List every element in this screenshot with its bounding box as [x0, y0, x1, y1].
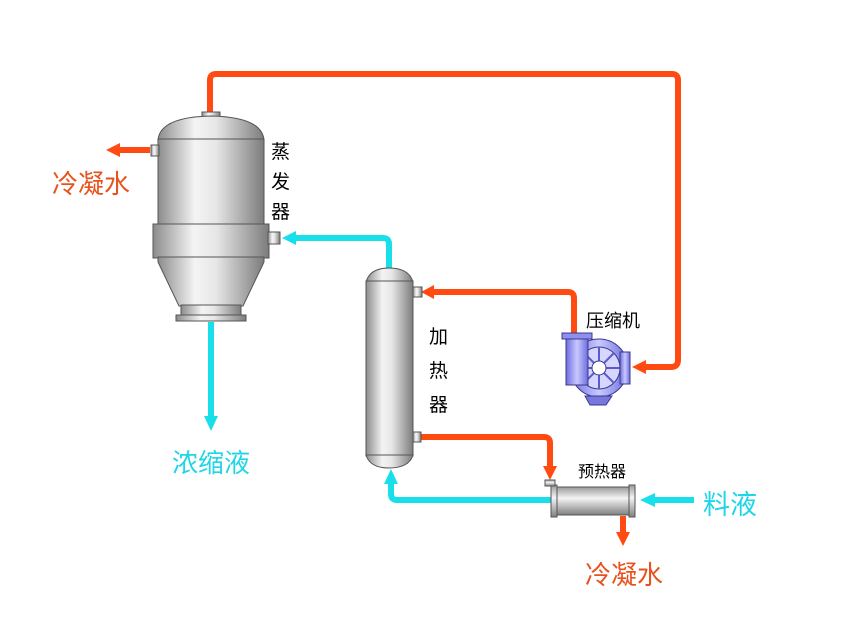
concentrate-label: 浓缩液	[172, 449, 250, 479]
condensate-water-label-bottom: 冷凝水	[585, 561, 663, 591]
arrow-head	[204, 416, 218, 431]
arrow-head	[543, 466, 557, 480]
feed-liquid-pipe	[640, 493, 694, 507]
arrow-head	[106, 143, 120, 157]
evaporator-vessel	[150, 111, 281, 322]
arrow-head	[640, 493, 655, 507]
compressor	[561, 332, 631, 406]
condensate-outlet-evaporator	[106, 143, 150, 157]
steam-inlet-nozzle	[412, 286, 423, 298]
left-nozzle	[150, 144, 160, 157]
condensate-pipe-heater-to-preheater	[420, 434, 557, 480]
liquid-pipe-heater-to-evaporator	[282, 231, 392, 270]
liquid-pipe-preheater-to-heater	[384, 469, 553, 503]
svg-text:器: 器	[429, 394, 448, 416]
arrow-head	[384, 469, 398, 484]
svg-text:蒸: 蒸	[271, 141, 290, 163]
arrow-head	[282, 231, 296, 245]
condensate-water-label-left: 冷凝水	[52, 170, 130, 200]
heater-vessel	[365, 267, 423, 469]
preheater-label: 预热器	[578, 462, 626, 481]
top-nozzle	[544, 479, 556, 487]
compressor-outlet	[619, 351, 631, 385]
preheater	[544, 479, 636, 518]
steam-pipe-compressor-to-heater	[421, 285, 577, 335]
bottom-flange	[175, 314, 247, 322]
arrow-head	[421, 285, 434, 299]
condensate-outlet-preheater	[616, 516, 630, 546]
feed-liquid-label: 料液	[703, 490, 757, 521]
arrow-head	[616, 532, 630, 546]
condensate-outlet-nozzle	[412, 431, 422, 443]
svg-text:器: 器	[271, 201, 290, 223]
concentrate-outlet-pipe	[204, 322, 218, 431]
arrow-head	[632, 360, 646, 374]
steam-pipe-top-loop	[207, 71, 681, 374]
feed-nozzle	[267, 231, 281, 245]
evaporator-label: 蒸 发 器	[271, 141, 290, 223]
svg-text:加: 加	[429, 326, 448, 348]
compressor-label: 压缩机	[586, 311, 640, 332]
heater-label: 加 热 器	[429, 326, 448, 416]
svg-text:热: 热	[429, 360, 448, 382]
flange-band	[152, 223, 270, 259]
svg-text:发: 发	[271, 171, 290, 193]
